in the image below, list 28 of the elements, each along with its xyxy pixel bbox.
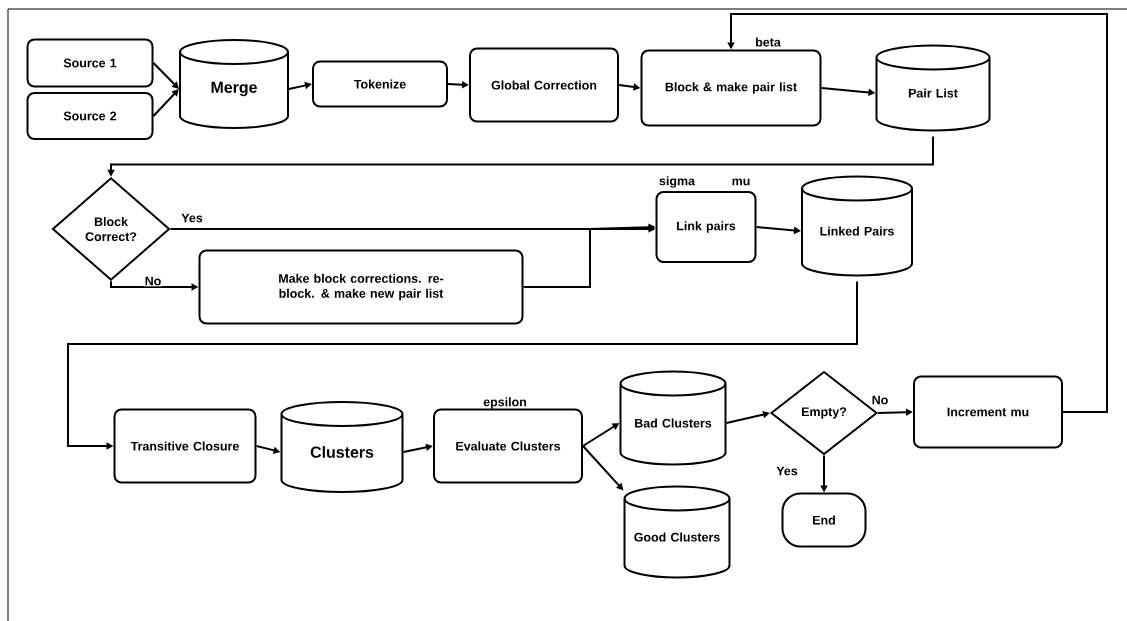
storage-cylinder: Bad Clusters: [619, 370, 727, 466]
storage-cylinder: Merge: [179, 39, 289, 129]
arrow: [727, 13, 1108, 413]
arrow: [67, 280, 858, 450]
storage-cylinder: Linked Pairs: [801, 175, 913, 277]
process-box: Make block corrections. re-block. & make new pair list: [198, 249, 524, 325]
process-box: Transitive Closure: [113, 408, 257, 484]
process-box: Tokenize: [312, 60, 448, 108]
process-box: Global Correction: [469, 47, 619, 123]
process-box: Block & make pair list: [640, 49, 822, 127]
parameter-label: beta: [756, 37, 781, 47]
storage-cylinder: Good Clusters: [623, 485, 731, 579]
arrow: [152, 89, 179, 117]
edge-label: Yes: [775, 465, 799, 477]
edge-label: Yes: [180, 212, 204, 224]
process-box: Evaluate Clusters: [433, 408, 583, 484]
parameter-label: sigma: [659, 176, 696, 188]
process-box: Link pairs: [655, 191, 757, 263]
storage-cylinder: Clusters: [280, 401, 404, 493]
edge-label: No: [143, 275, 163, 287]
storage-cylinder: Pair List: [875, 44, 991, 132]
process-box: Source 1: [26, 38, 154, 88]
arrow: [152, 62, 179, 89]
parameter-label: epsilon: [483, 397, 527, 409]
terminal-box: End: [781, 492, 867, 548]
process-box: Increment mu: [913, 375, 1063, 449]
process-box: Source 2: [26, 92, 154, 140]
parameter-label: mu: [732, 178, 750, 186]
